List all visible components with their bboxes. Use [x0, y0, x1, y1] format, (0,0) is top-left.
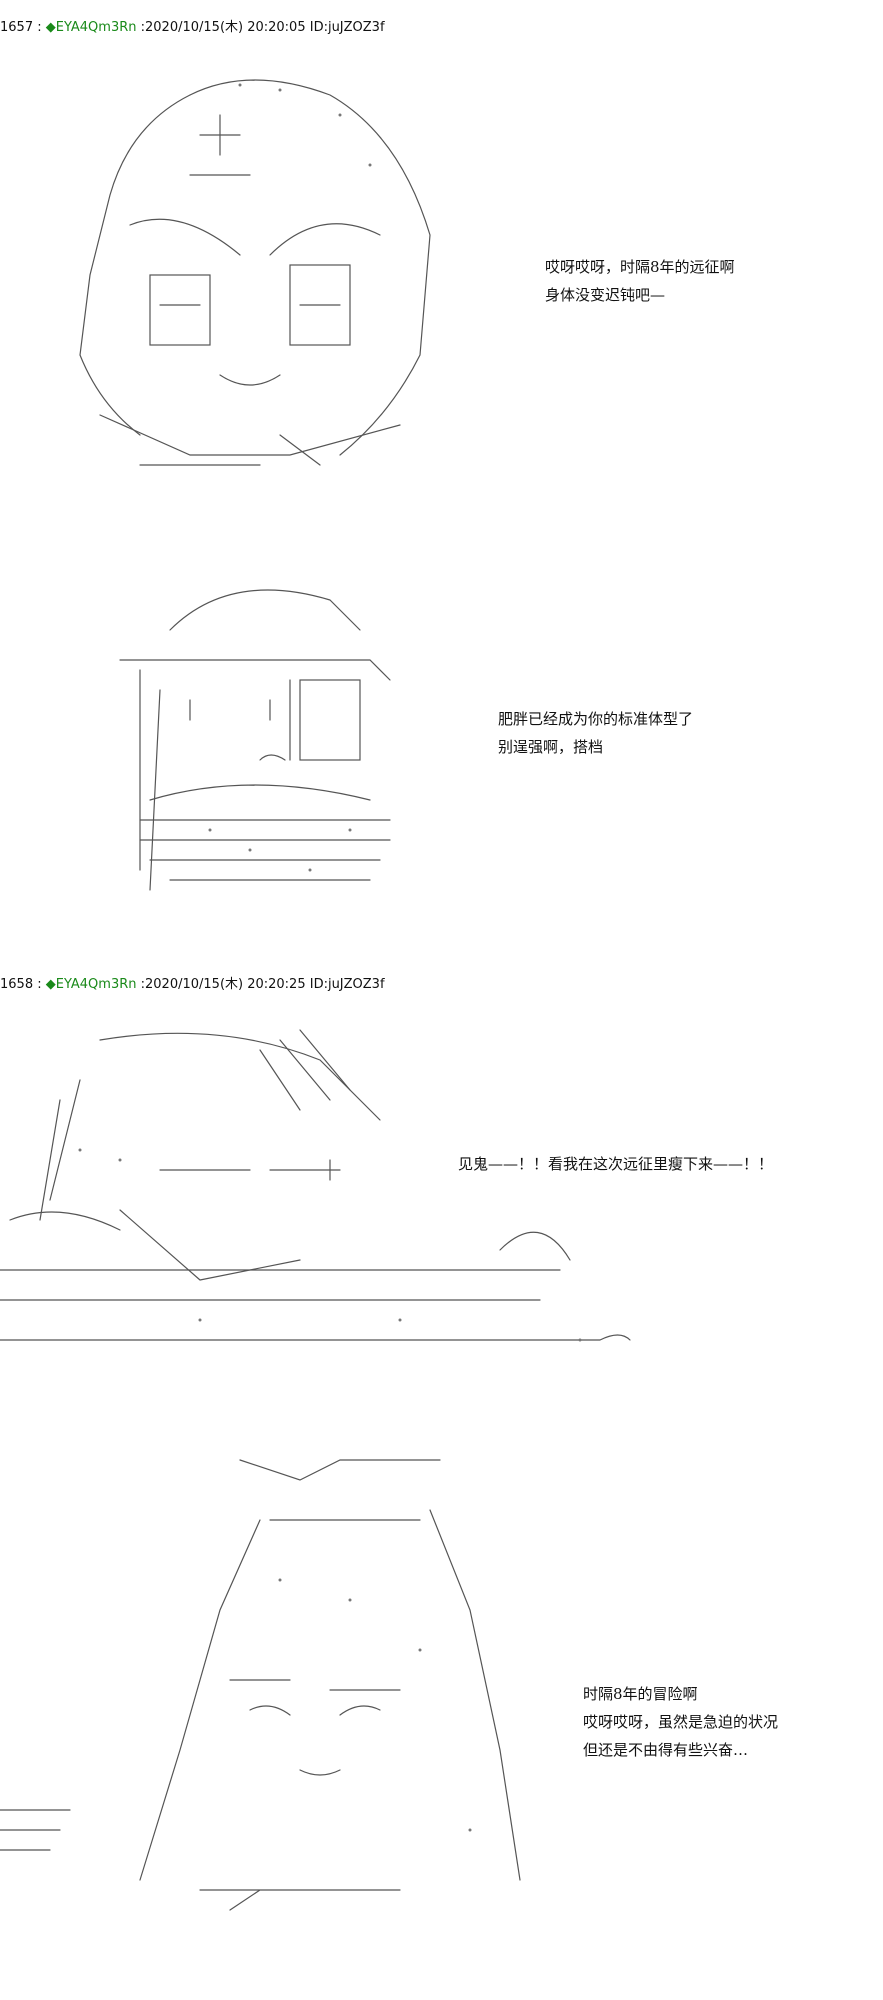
dialog-box: 哎呀哎呀，时隔8年的远征啊 身体没变迟钝吧—: [545, 253, 735, 309]
dialog-line: 别逞强啊，搭档: [498, 738, 604, 756]
trip-code: ◆EYA4Qm3Rn: [45, 977, 137, 992]
trip-code: ◆EYA4Qm3Rn: [45, 20, 137, 35]
ascii-art-shouting-creature: [0, 1020, 640, 1370]
post-header-1658: 1658 : ◆EYA4Qm3Rn :2020/10/15(木) 20:20:2…: [0, 973, 385, 992]
dialog-box: 见鬼——！！看我在这次远征里瘦下来——！！: [458, 1150, 773, 1178]
dialog-line: 哎呀哎呀，时隔8年的远征啊: [545, 258, 735, 276]
post-datetime: :2020/10/15(木) 20:20:05 ID:juJZOZ3f: [136, 20, 385, 35]
dialog-box: 肥胖已经成为你的标准体型了 别逞强啊，搭档: [498, 705, 693, 761]
ascii-art-character-face: [40, 55, 460, 485]
dialog-line: 但还是不由得有些兴奋…: [583, 1741, 749, 1759]
dialog-line: 哎呀哎呀，虽然是急迫的状况: [583, 1713, 779, 1731]
dialog-line: 肥胖已经成为你的标准体型了: [498, 710, 694, 728]
dialog-line: 时隔8年的冒险啊: [583, 1685, 698, 1703]
post-number: 1657: [0, 20, 34, 35]
post-separator: :: [33, 977, 46, 992]
ascii-art-capped-creature: [110, 570, 400, 900]
ascii-art-long-haired-character: [0, 1450, 540, 1920]
post-separator: :: [33, 20, 46, 35]
dialog-line: 身体没变迟钝吧—: [545, 286, 666, 304]
dialog-box: 时隔8年的冒险啊 哎呀哎呀，虽然是急迫的状况 但还是不由得有些兴奋…: [583, 1680, 778, 1764]
post-header-1657: 1657 : ◆EYA4Qm3Rn :2020/10/15(木) 20:20:0…: [0, 16, 385, 35]
post-datetime: :2020/10/15(木) 20:20:25 ID:juJZOZ3f: [136, 977, 385, 992]
post-number: 1658: [0, 977, 34, 992]
dialog-line: 见鬼——！！看我在这次远征里瘦下来——！！: [458, 1155, 774, 1173]
